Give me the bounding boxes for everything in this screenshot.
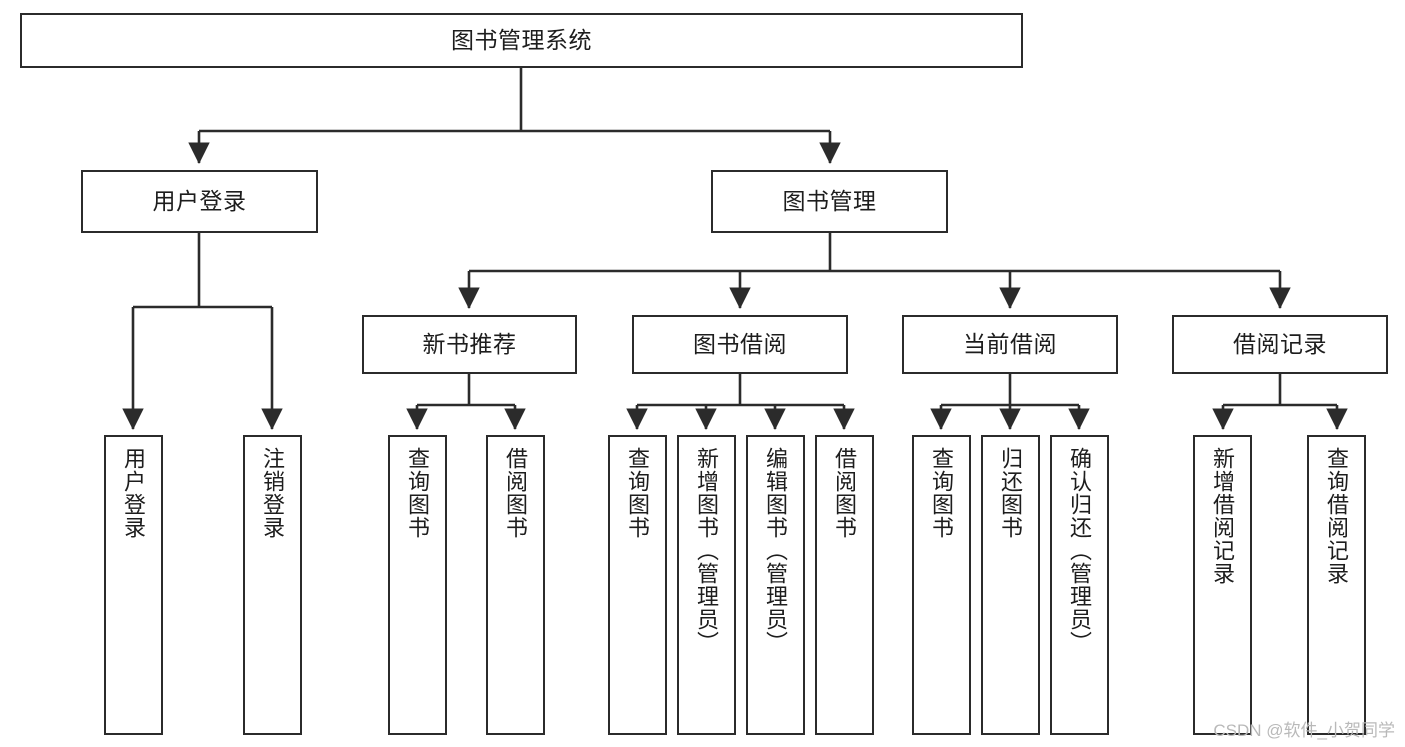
node-book-manage-label: 图书管理 bbox=[782, 188, 877, 215]
node-leaf-record-query[interactable]: 查询借阅记录 bbox=[1307, 435, 1366, 735]
node-book-borrow[interactable]: 图书借阅 bbox=[632, 315, 848, 374]
node-leaf-current-confirm-return[interactable]: 确认归还（管理员） bbox=[1050, 435, 1109, 735]
node-leaf-borrow-borrow-book[interactable]: 借阅图书 bbox=[815, 435, 874, 735]
node-root[interactable]: 图书管理系统 bbox=[20, 13, 1023, 68]
node-user-login[interactable]: 用户登录 bbox=[81, 170, 318, 233]
node-leaf-user-logout[interactable]: 注销登录 bbox=[243, 435, 302, 735]
node-leaf-rec-query-book[interactable]: 查询图书 bbox=[388, 435, 447, 735]
node-leaf-current-confirm-return-label: 确认归还（管理员） bbox=[1067, 447, 1093, 654]
node-borrow-record[interactable]: 借阅记录 bbox=[1172, 315, 1388, 374]
node-leaf-current-query-book-label: 查询图书 bbox=[929, 447, 955, 539]
node-user-login-label: 用户登录 bbox=[152, 188, 247, 215]
node-leaf-borrow-add-book-label: 新增图书（管理员） bbox=[694, 447, 720, 654]
node-leaf-user-login-label: 用户登录 bbox=[121, 447, 147, 539]
node-leaf-record-add[interactable]: 新增借阅记录 bbox=[1193, 435, 1252, 735]
node-leaf-borrow-edit-book[interactable]: 编辑图书（管理员） bbox=[746, 435, 805, 735]
node-leaf-borrow-add-book[interactable]: 新增图书（管理员） bbox=[677, 435, 736, 735]
node-borrow-record-label: 借阅记录 bbox=[1233, 331, 1327, 358]
node-leaf-current-query-book[interactable]: 查询图书 bbox=[912, 435, 971, 735]
node-leaf-user-login[interactable]: 用户登录 bbox=[104, 435, 163, 735]
node-leaf-user-logout-label: 注销登录 bbox=[260, 447, 286, 539]
node-book-borrow-label: 图书借阅 bbox=[693, 331, 787, 358]
node-leaf-rec-borrow-book-label: 借阅图书 bbox=[503, 447, 529, 539]
node-leaf-borrow-borrow-book-label: 借阅图书 bbox=[832, 447, 858, 539]
node-leaf-record-query-label: 查询借阅记录 bbox=[1324, 447, 1350, 585]
node-book-manage[interactable]: 图书管理 bbox=[711, 170, 948, 233]
node-leaf-rec-query-book-label: 查询图书 bbox=[405, 447, 431, 539]
node-new-book-recommend-label: 新书推荐 bbox=[422, 331, 517, 358]
node-leaf-current-return-book[interactable]: 归还图书 bbox=[981, 435, 1040, 735]
node-leaf-borrow-edit-book-label: 编辑图书（管理员） bbox=[763, 447, 789, 654]
node-leaf-borrow-query-book-label: 查询图书 bbox=[625, 447, 651, 539]
node-current-borrow-label: 当前借阅 bbox=[963, 331, 1057, 358]
node-leaf-borrow-query-book[interactable]: 查询图书 bbox=[608, 435, 667, 735]
node-leaf-record-add-label: 新增借阅记录 bbox=[1210, 447, 1236, 585]
csdn-watermark: CSDN @软件_小贺同学 bbox=[1213, 721, 1395, 740]
node-new-book-recommend[interactable]: 新书推荐 bbox=[362, 315, 577, 374]
node-root-label: 图书管理系统 bbox=[451, 27, 592, 54]
node-current-borrow[interactable]: 当前借阅 bbox=[902, 315, 1118, 374]
node-leaf-rec-borrow-book[interactable]: 借阅图书 bbox=[486, 435, 545, 735]
node-leaf-current-return-book-label: 归还图书 bbox=[998, 447, 1024, 539]
